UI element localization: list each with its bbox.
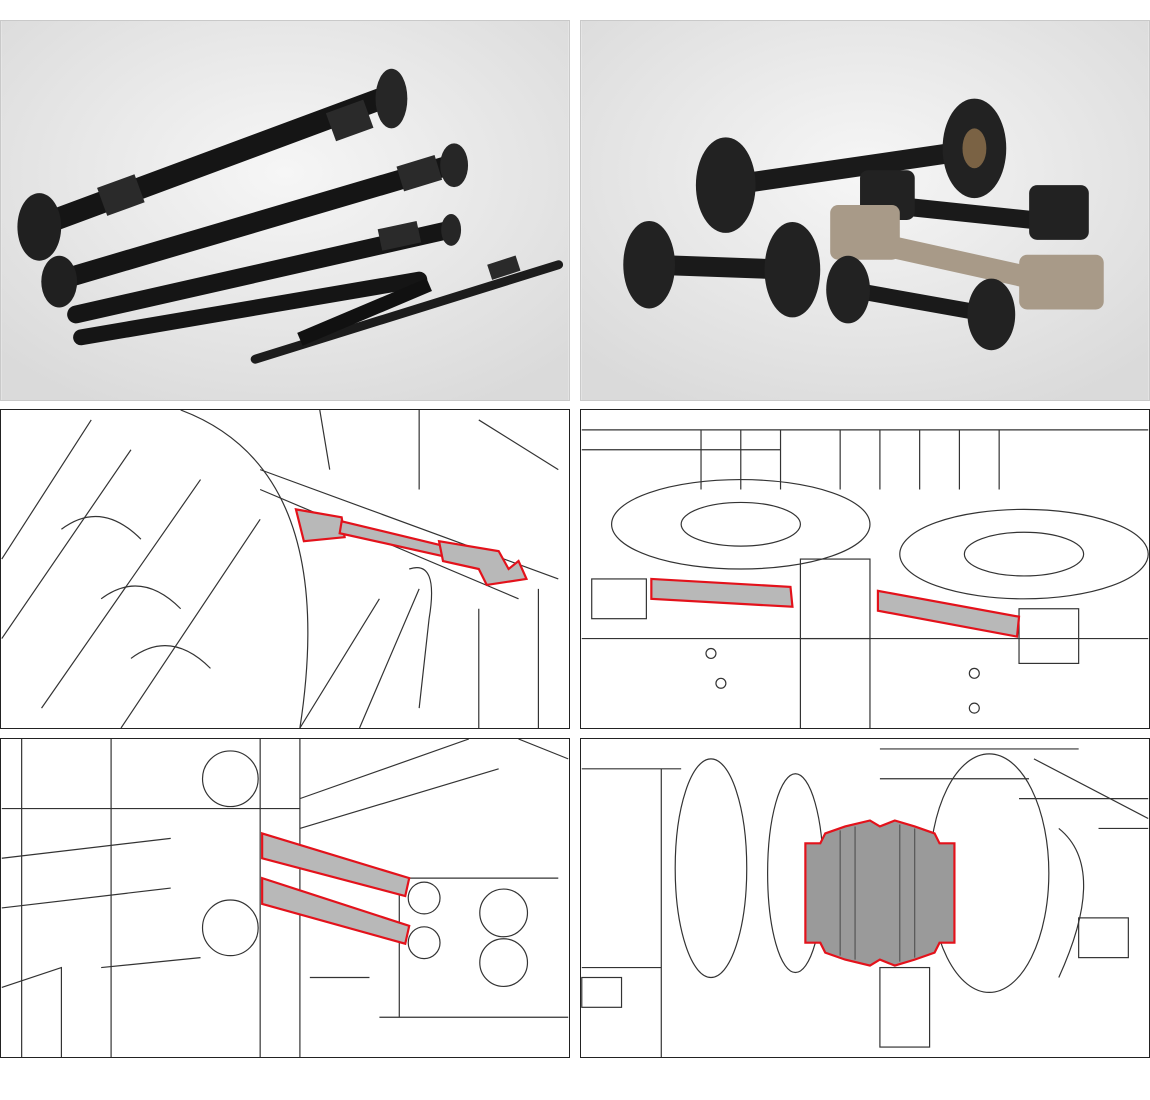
highlighted-drive-shaft	[294, 508, 529, 587]
drawing-coupling-closeup	[580, 738, 1150, 1058]
tan-shaft	[830, 205, 1104, 310]
flanged-shaft-left	[623, 220, 821, 318]
drawing-turntable-drive	[580, 409, 1150, 729]
drive-shafts-image	[1, 21, 569, 400]
dual-shaft-drive-schematic	[1, 739, 569, 1057]
shaft-4	[73, 255, 564, 364]
highlighted-lower-shaft	[261, 876, 411, 946]
highlighted-shaft-left	[650, 577, 794, 608]
drawing-dual-shaft-drive	[0, 738, 570, 1058]
drawing-roller-drive	[0, 409, 570, 729]
flanged-shafts-image	[581, 21, 1149, 400]
flanged-shaft-bottom	[826, 255, 1016, 351]
highlighted-coupling	[804, 819, 956, 967]
roller-drive-schematic	[1, 410, 559, 728]
photo-drive-shafts	[0, 20, 570, 401]
flanged-shaft-right	[860, 170, 1089, 240]
shaft-1	[17, 68, 408, 261]
turntable-drive-schematic	[581, 429, 1149, 728]
shaft-3	[67, 213, 462, 324]
flanged-shaft-top	[695, 98, 1007, 233]
coupling-closeup-schematic	[581, 748, 1149, 1057]
shaft-2	[41, 143, 469, 308]
highlighted-upper-shaft	[261, 831, 411, 898]
highlighted-shaft-right	[876, 589, 1021, 638]
photo-flanged-shafts	[580, 20, 1150, 401]
